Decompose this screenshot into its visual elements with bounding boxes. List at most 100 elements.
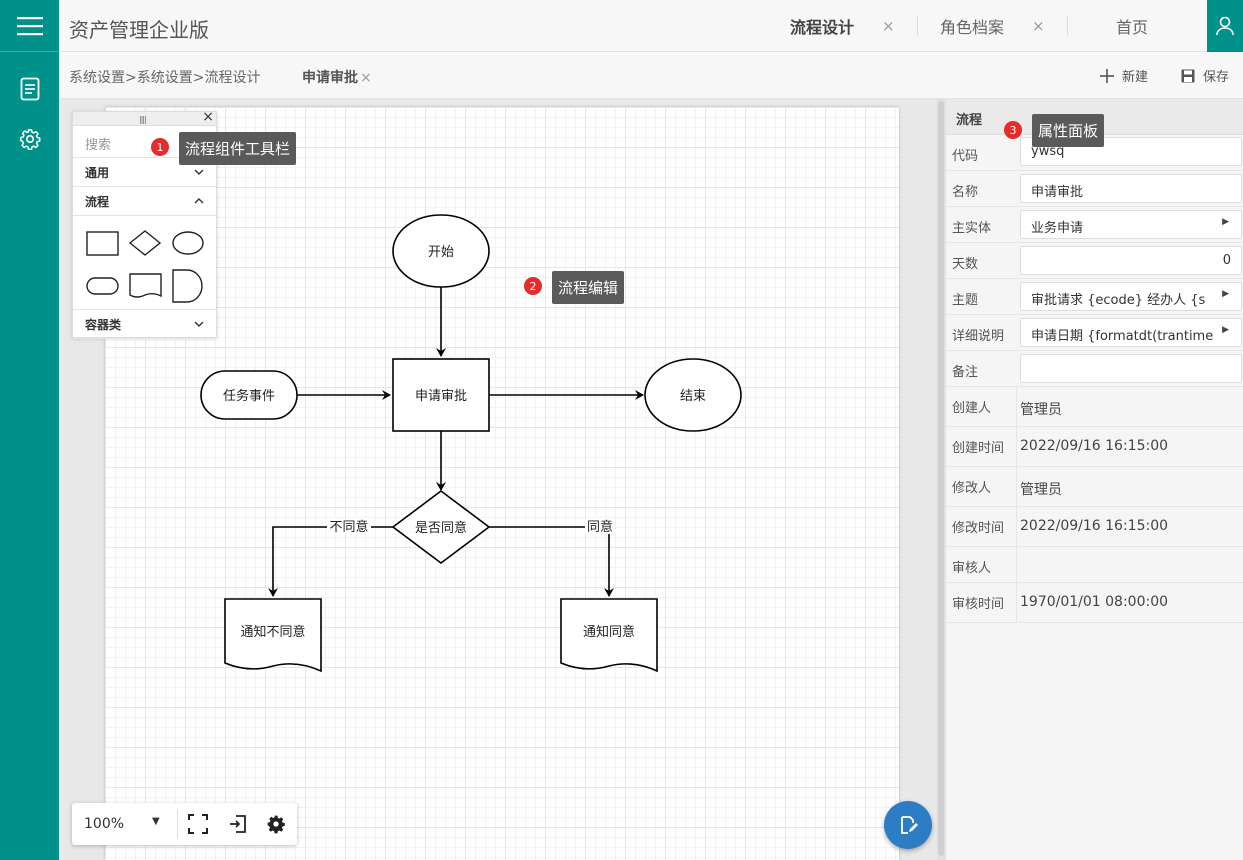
plus-icon xyxy=(1100,68,1114,83)
app-title: 资产管理企业版 xyxy=(69,18,209,42)
caret-right-icon: ▶ xyxy=(1222,325,1229,335)
prop-row-auditor: 审核人 xyxy=(946,547,1243,583)
user-icon xyxy=(1216,16,1234,36)
prop-label: 主题 xyxy=(952,293,979,308)
caret-right-icon: ▶ xyxy=(1222,217,1229,227)
caret-right-icon: ▶ xyxy=(1222,289,1229,299)
creator-value: 管理员 xyxy=(1020,402,1062,418)
edit-icon xyxy=(901,816,918,834)
save-button[interactable]: 保存 xyxy=(1181,66,1229,85)
exit-icon[interactable] xyxy=(228,814,248,834)
prop-label: 名称 xyxy=(952,185,979,200)
prop-row-remark: 备注 xyxy=(946,351,1243,387)
tab-divider xyxy=(1067,16,1068,36)
property-panel: 流程 代码 ywsq 名称 申请审批 主实体 业务申请 ▶ 天数 0 主题 审批… xyxy=(945,99,1243,860)
shape-ellipse[interactable] xyxy=(172,231,204,255)
prop-label: 修改人 xyxy=(952,481,992,496)
toolbar-divider xyxy=(177,809,178,839)
prop-label: 天数 xyxy=(952,257,979,272)
shape-diamond[interactable] xyxy=(128,230,162,256)
gear-icon[interactable] xyxy=(266,814,286,834)
canvas-scrollbar[interactable] xyxy=(937,99,945,860)
chevron-down-icon xyxy=(194,169,204,175)
toolbox-section-container[interactable]: 容器类 xyxy=(73,310,216,339)
new-label: 新建 xyxy=(1122,70,1149,85)
annotation-badge: 1 xyxy=(151,138,169,156)
days-input[interactable]: 0 xyxy=(1020,246,1242,275)
prop-label: 主实体 xyxy=(952,221,992,236)
save-icon xyxy=(1181,69,1195,82)
shape-terminator[interactable] xyxy=(86,277,119,295)
prop-label: 详细说明 xyxy=(952,329,1005,344)
entity-select[interactable]: 业务申请 ▶ xyxy=(1020,210,1242,239)
prop-row-creator: 创建人 管理员 xyxy=(946,387,1243,427)
description-input[interactable]: 申请日期 {formatdt(trantime ▶ xyxy=(1020,318,1242,347)
annotation-badge: 3 xyxy=(1004,121,1022,139)
document-icon xyxy=(20,77,39,101)
column-divider xyxy=(1016,427,1017,466)
tab-label: 流程设计 xyxy=(790,18,855,37)
toolbox-section-flow[interactable]: 流程 xyxy=(73,187,216,216)
prop-row-modifier: 修改人 管理员 xyxy=(946,467,1243,507)
subject-value: 审批请求 {ecode} 经办人 {s xyxy=(1031,293,1206,308)
shape-document[interactable] xyxy=(129,273,162,298)
section-label: 流程 xyxy=(85,194,110,209)
flow-shapes xyxy=(73,216,216,310)
toolbox-search-input[interactable]: 搜索 xyxy=(73,126,216,158)
prop-label: 审核时间 xyxy=(952,597,1005,612)
user-button[interactable] xyxy=(1207,0,1243,52)
close-icon[interactable]: × xyxy=(202,109,214,125)
chevron-up-icon xyxy=(194,198,204,204)
edit-fab-button[interactable] xyxy=(884,801,932,849)
modified-time-value: 2022/09/16 16:15:00 xyxy=(1020,518,1169,534)
tooltip-flow-edit: 流程编辑 xyxy=(552,271,625,304)
shape-rectangle[interactable] xyxy=(86,231,119,256)
prop-row-days: 天数 0 xyxy=(946,243,1243,279)
prop-row-name: 名称 申请审批 xyxy=(946,171,1243,207)
close-icon[interactable]: × xyxy=(360,70,372,86)
breadcrumb: 系统设置>系统设置>流程设计 xyxy=(69,70,261,86)
column-divider xyxy=(1016,387,1017,426)
toolbox-section-general[interactable]: 通用 xyxy=(73,158,216,187)
prop-row-description: 详细说明 申请日期 {formatdt(trantime ▶ xyxy=(946,315,1243,351)
gear-icon xyxy=(19,129,40,150)
prop-row-modified-time: 修改时间 2022/09/16 16:15:00 xyxy=(946,507,1243,547)
grip-icon: |||| xyxy=(139,115,147,124)
tab-flow-design[interactable]: 流程设计 × xyxy=(790,0,895,52)
chevron-down-icon xyxy=(194,321,204,327)
shape-delay[interactable] xyxy=(172,269,203,303)
zoom-select[interactable]: 100% xyxy=(84,816,125,832)
section-label: 容器类 xyxy=(85,317,122,332)
toolbox-drag-handle[interactable]: |||| × xyxy=(73,109,216,126)
canvas-area[interactable] xyxy=(59,99,937,860)
column-divider xyxy=(1016,547,1017,582)
new-button[interactable]: 新建 xyxy=(1100,66,1148,85)
caret-down-icon[interactable]: ▼ xyxy=(152,816,160,827)
tooltip-toolbox: 流程组件工具栏 xyxy=(179,132,297,165)
sidebar-item-settings[interactable] xyxy=(0,114,59,164)
created-time-value: 2022/09/16 16:15:00 xyxy=(1020,438,1169,454)
section-label: 通用 xyxy=(85,165,110,180)
save-label: 保存 xyxy=(1203,70,1230,85)
tab-label: 角色档案 xyxy=(940,18,1005,37)
tab-role-archive[interactable]: 角色档案 × xyxy=(940,0,1045,52)
close-icon[interactable]: × xyxy=(882,17,895,35)
diagram-page[interactable] xyxy=(105,107,899,860)
sub-tab-label: 申请审批 xyxy=(302,70,358,86)
column-divider xyxy=(1016,467,1017,506)
prop-label: 创建人 xyxy=(952,401,992,416)
sub-tab-apply-approve[interactable]: 申请审批× xyxy=(302,67,372,87)
zoom-toolbar: 100% ▼ xyxy=(72,803,297,845)
close-icon[interactable]: × xyxy=(1032,17,1045,35)
scrollbar-thumb[interactable] xyxy=(938,101,944,856)
prop-label: 备注 xyxy=(952,365,979,380)
fit-screen-icon[interactable] xyxy=(188,814,208,834)
name-input[interactable]: 申请审批 xyxy=(1020,174,1242,203)
tab-home[interactable]: 首页 xyxy=(1116,0,1148,52)
prop-row-subject: 主题 审批请求 {ecode} 经办人 {s ▶ xyxy=(946,279,1243,315)
tooltip-property-panel: 属性面板 xyxy=(1032,114,1105,147)
sidebar-item-documents[interactable] xyxy=(0,64,59,114)
subject-input[interactable]: 审批请求 {ecode} 经办人 {s ▶ xyxy=(1020,282,1242,311)
remark-input[interactable] xyxy=(1020,354,1242,383)
menu-toggle-button[interactable] xyxy=(0,0,59,52)
